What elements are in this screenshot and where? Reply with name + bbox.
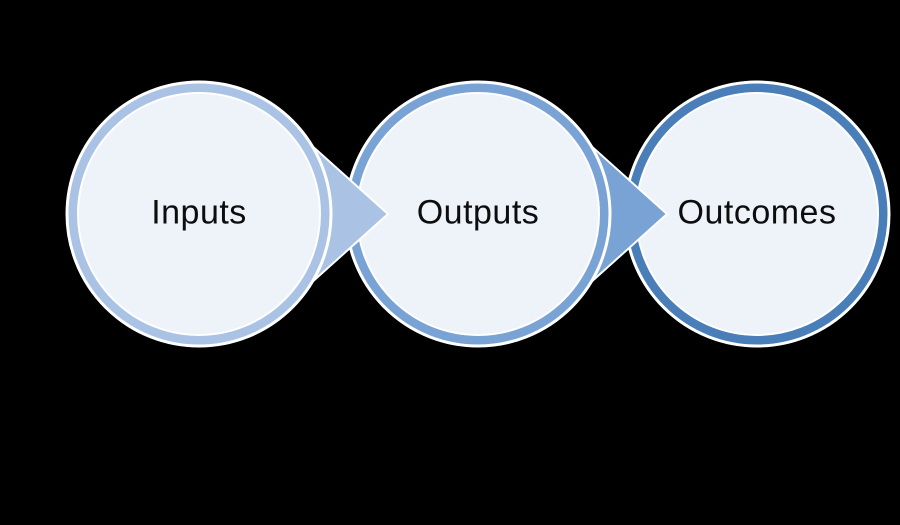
process-node-inputs bbox=[65, 80, 333, 348]
process-node-outcomes bbox=[623, 80, 891, 348]
node-label-outputs: Outputs bbox=[416, 193, 540, 232]
node-face bbox=[77, 92, 321, 336]
node-label-outcomes: Outcomes bbox=[677, 193, 837, 232]
node-label-inputs: Inputs bbox=[151, 193, 247, 232]
process-node-outputs bbox=[344, 80, 612, 348]
